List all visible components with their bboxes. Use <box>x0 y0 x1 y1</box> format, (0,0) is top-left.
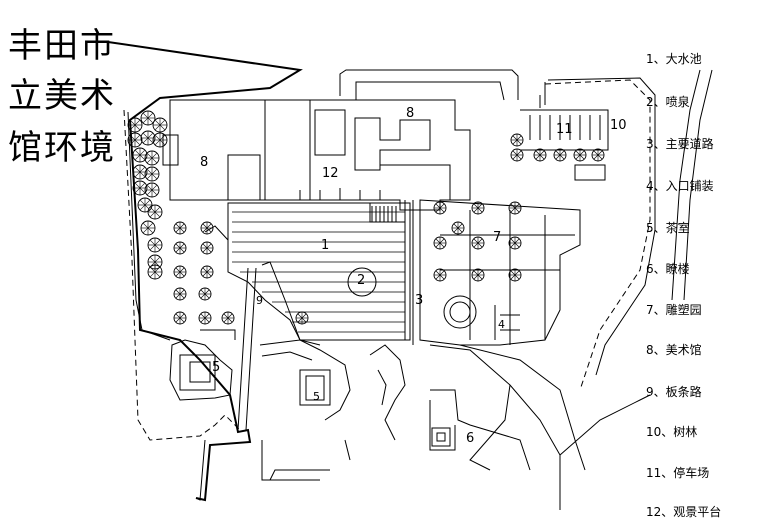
zone-label-10: 10 <box>610 118 627 133</box>
tree-branch-mark <box>149 256 161 268</box>
tree-branch-mark <box>129 134 141 146</box>
tree-branch-mark <box>146 152 158 164</box>
tree-branch-mark <box>142 222 154 234</box>
tree-branch-mark <box>129 119 141 131</box>
tree-branch-mark <box>202 243 212 253</box>
tree-branch-mark <box>535 150 545 160</box>
zone-label-6: 6 <box>466 431 475 446</box>
east-road <box>429 344 561 510</box>
zone-label-5b: 5 <box>313 390 320 403</box>
legend-item-11: 11、停车场 <box>646 466 710 480</box>
legend-item-5: 5、茶室 <box>646 221 690 235</box>
sculpture-garden-trees <box>433 201 522 282</box>
tree-branch-mark <box>202 267 212 277</box>
tree-branch-mark <box>175 313 185 323</box>
zone-label-8b: 8 <box>200 155 209 170</box>
main-road <box>404 200 414 345</box>
east-dashed-boundary <box>544 79 651 391</box>
tree-branch-mark <box>223 313 233 323</box>
tree-branch-mark <box>510 203 520 213</box>
site-boundary <box>107 41 303 502</box>
zone-label-2: 2 <box>357 273 366 288</box>
tree-branch-mark <box>146 168 158 180</box>
tree-branch-mark <box>435 203 445 213</box>
west-tree-cluster <box>127 110 168 280</box>
tree-branch-mark <box>473 238 483 248</box>
tree-branch-mark <box>175 267 185 277</box>
tree-branch-mark <box>146 184 158 196</box>
tree-branch-mark <box>435 238 445 248</box>
legend-item-2: 2、喷泉 <box>646 95 690 109</box>
legend-item-1: 1、大水池 <box>646 52 702 66</box>
tree-branch-mark <box>149 239 161 251</box>
zone-label-3: 3 <box>415 293 424 308</box>
tree-branch-mark <box>555 150 565 160</box>
zone-label-8a: 8 <box>406 106 415 121</box>
tree-branch-mark <box>142 112 154 124</box>
legend-item-8: 8、美术馆 <box>646 343 702 357</box>
legend-item-10: 10、树林 <box>646 425 698 439</box>
tree-branch-mark <box>134 149 146 161</box>
pool-edge-trees <box>173 221 309 325</box>
tree-branch-mark <box>202 223 212 233</box>
title-line-3: 馆环境 <box>8 128 116 168</box>
zone-label-12: 12 <box>322 166 339 181</box>
tree-branch-mark <box>175 243 185 253</box>
tree-branch-mark <box>510 270 520 280</box>
tree-rows <box>127 110 605 325</box>
tree-branch-mark <box>139 199 151 211</box>
zone-label-1: 1 <box>321 238 330 253</box>
zone-label-4: 4 <box>498 318 505 331</box>
legend-item-4: 4、入口铺装 <box>646 179 714 193</box>
tree-branch-mark <box>154 134 166 146</box>
tree-branch-mark <box>154 119 166 131</box>
boardwalk <box>204 225 321 431</box>
title-line-1: 丰田市 <box>8 26 116 66</box>
zone-label-5a: 5 <box>212 360 221 375</box>
tree-branch-mark <box>512 150 522 160</box>
tree-branch-mark <box>175 289 185 299</box>
zone-label-7: 7 <box>493 230 502 245</box>
tree-branch-mark <box>149 266 161 278</box>
tree-branch-mark <box>200 313 210 323</box>
tree-branch-mark <box>200 289 210 299</box>
tree-branch-mark <box>134 166 146 178</box>
north-loop <box>339 69 519 100</box>
fountain <box>347 267 377 297</box>
tree-branch-mark <box>134 182 146 194</box>
title-line-2: 立美术 <box>8 76 116 116</box>
pool-hatching <box>232 211 405 333</box>
tree-branch-mark <box>593 150 603 160</box>
tree-branch-mark <box>175 223 185 233</box>
legend-item-7: 7、雕塑园 <box>646 303 702 317</box>
zone-label-9: 9 <box>256 294 263 307</box>
tree-branch-mark <box>142 132 154 144</box>
tree-branch-mark <box>510 238 520 248</box>
tree-branch-mark <box>512 135 522 145</box>
watchtower <box>429 389 531 471</box>
teahouse <box>169 339 233 401</box>
legend-item-9: 9、板条路 <box>646 385 702 399</box>
tree-branch-mark <box>473 203 483 213</box>
legend-item-12: 12、观景平台 <box>646 505 722 519</box>
legend-item-3: 3、主要道路 <box>646 137 714 151</box>
tree-branch-mark <box>453 223 463 233</box>
museum-block <box>169 99 471 211</box>
zone-label-11: 11 <box>556 122 573 137</box>
parking-trees <box>510 133 605 162</box>
tree-branch-mark <box>473 270 483 280</box>
legend-item-6: 6、瞭楼 <box>646 262 690 276</box>
tree-branch-mark <box>575 150 585 160</box>
tree-branch-mark <box>435 270 445 280</box>
sculpture-garden <box>419 199 581 346</box>
tree-branch-mark <box>297 313 307 323</box>
west-path <box>127 111 171 341</box>
big-pool <box>227 202 411 341</box>
tree-branch-mark <box>149 206 161 218</box>
west-dashed-boundary <box>123 109 241 441</box>
north-loop-inner <box>355 81 505 101</box>
